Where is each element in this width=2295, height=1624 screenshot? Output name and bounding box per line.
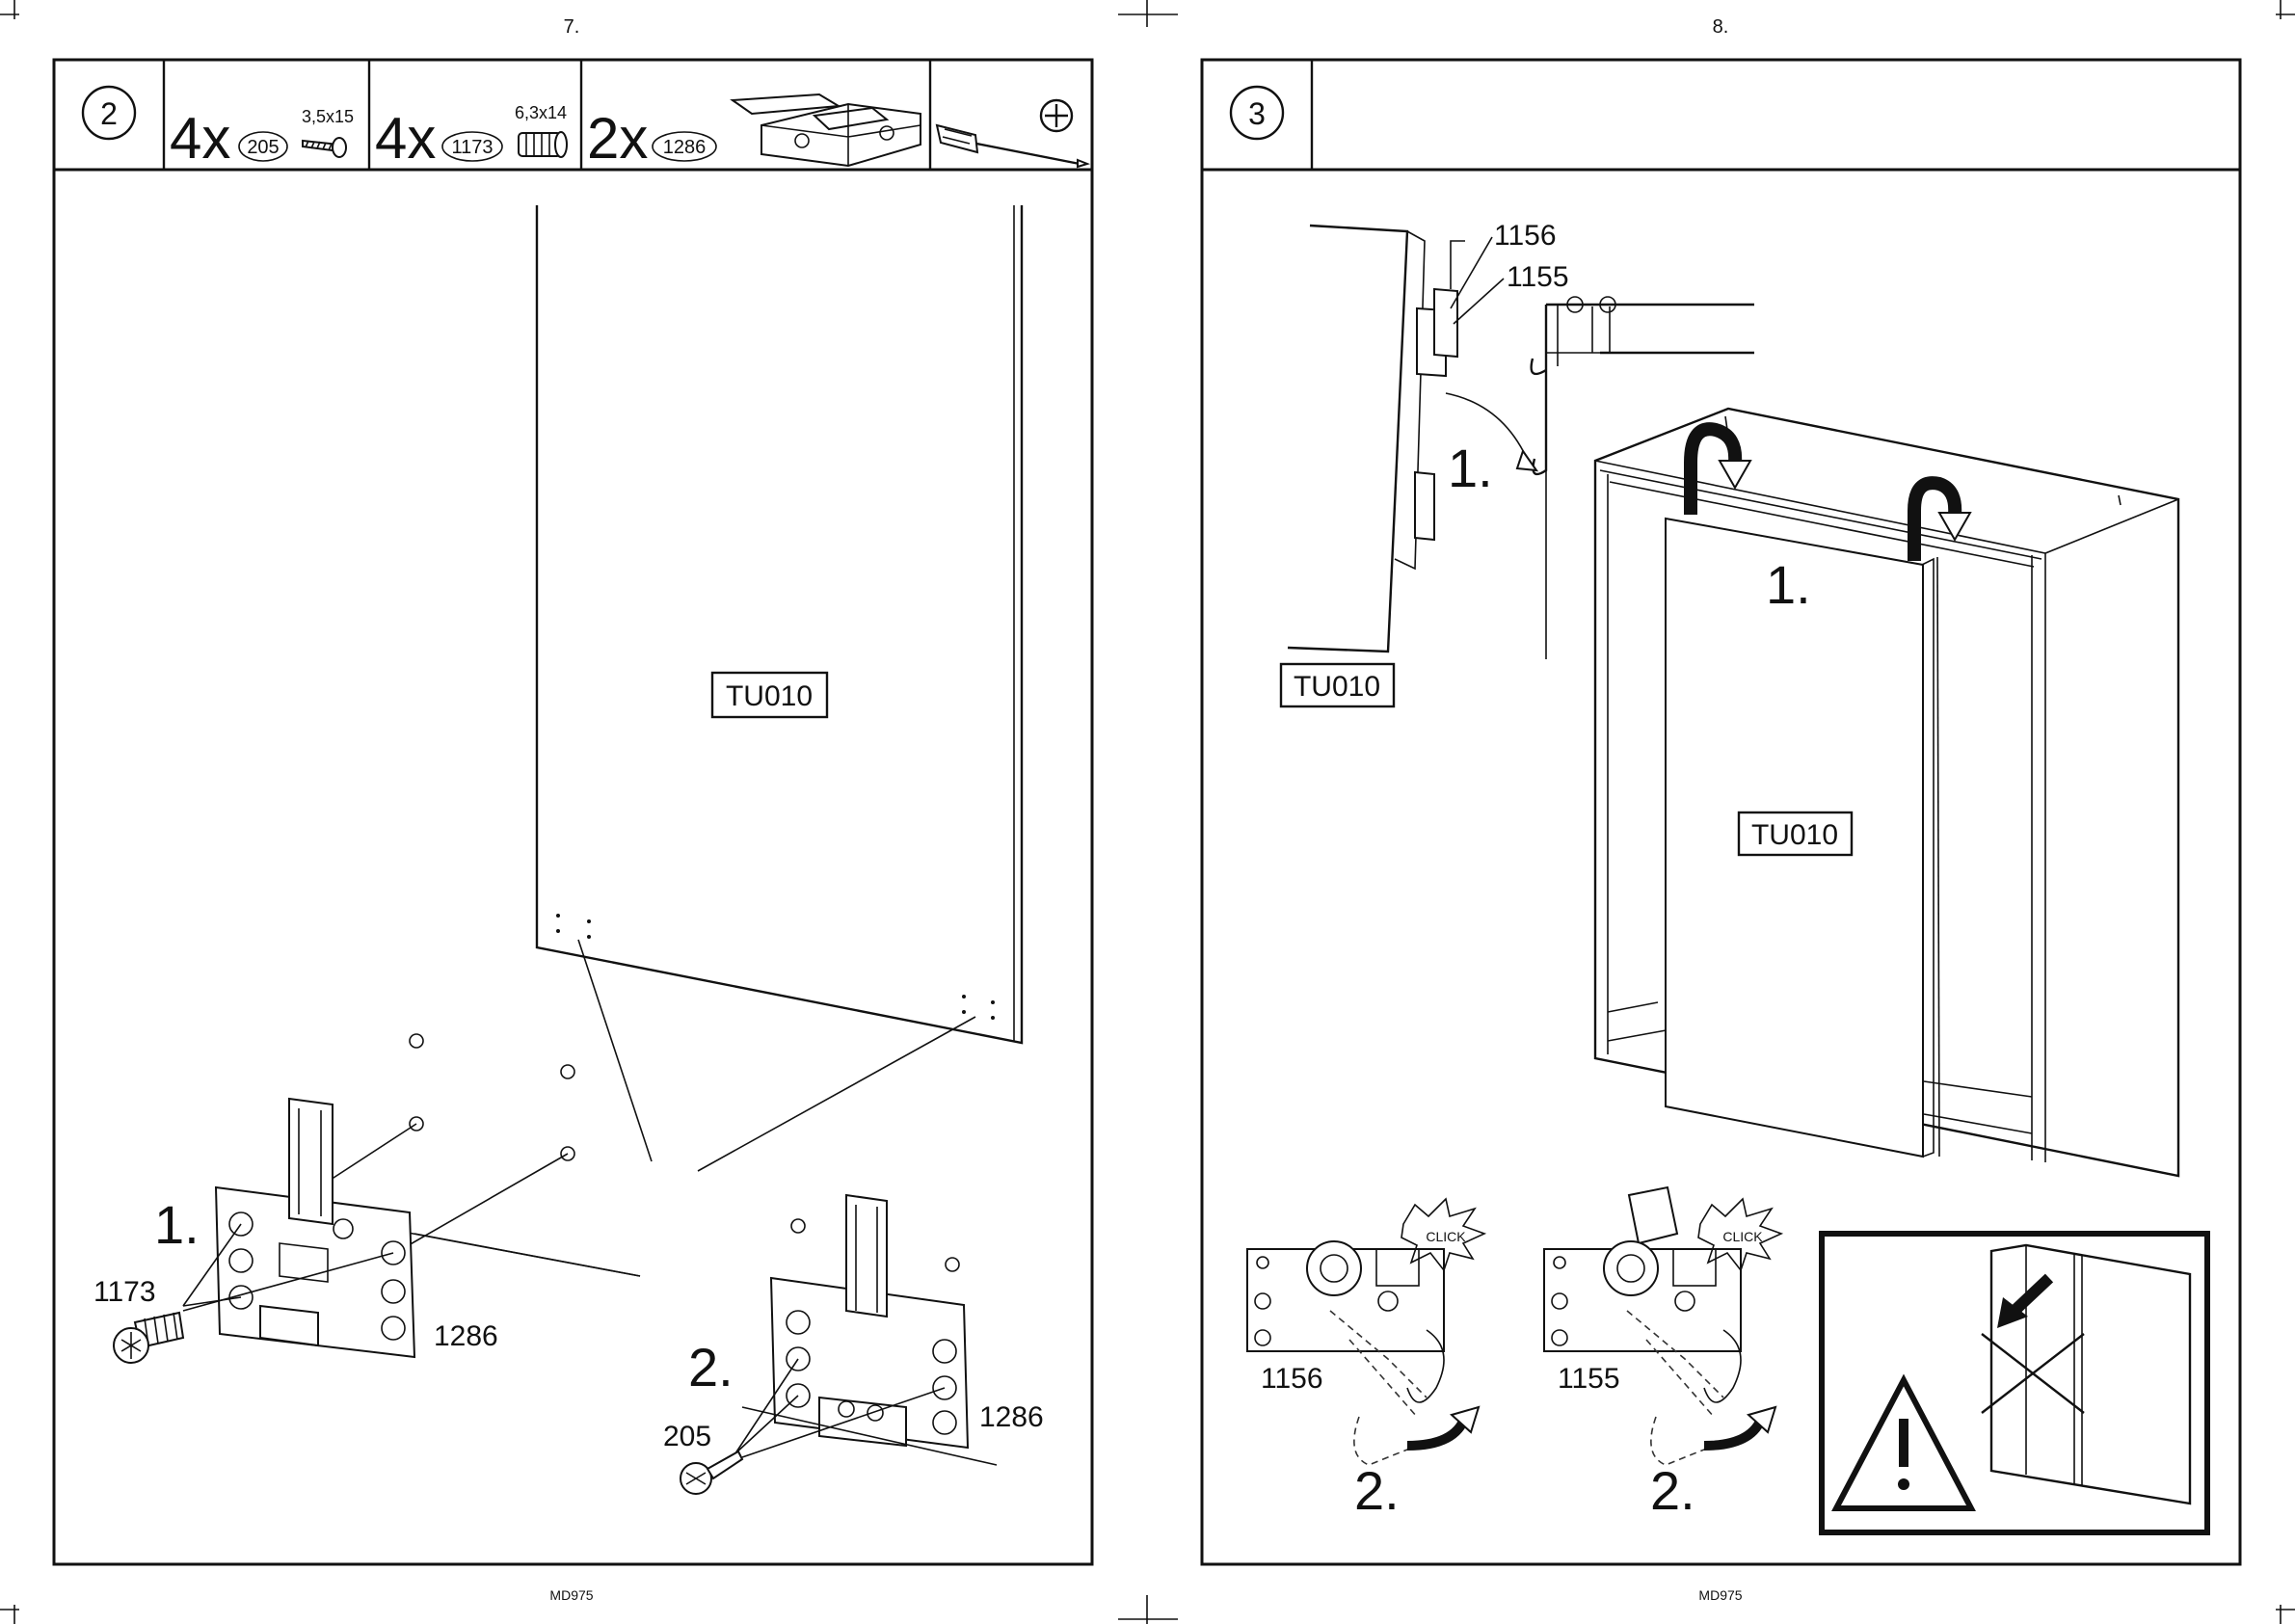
label-1156: 1156 bbox=[1494, 220, 1557, 252]
item-2-part: 1173 bbox=[451, 137, 493, 158]
click-label-b: CLICK bbox=[1722, 1229, 1763, 1244]
sub-step-1: 1. bbox=[154, 1194, 200, 1255]
item-2-size: 6,3x14 bbox=[515, 103, 567, 122]
label-1155: 1155 bbox=[1507, 261, 1569, 293]
label-205: 205 bbox=[663, 1421, 711, 1452]
wardrobe-sub-step-1: 1. bbox=[1766, 554, 1811, 615]
wardrobe: TU010 1. bbox=[1595, 409, 2178, 1176]
label-1286-b: 1286 bbox=[979, 1401, 1044, 1433]
bracket-1286-a bbox=[216, 1099, 414, 1357]
panel-label: TU010 bbox=[726, 680, 813, 712]
panel-tu010: TU010 bbox=[537, 205, 1022, 1043]
right-page-number: 8. bbox=[1713, 16, 1729, 38]
bracket-icon bbox=[733, 94, 921, 166]
sub-step-2-b: 2. bbox=[1650, 1460, 1695, 1521]
sub-step-2: 2. bbox=[688, 1337, 734, 1398]
item-1-size: 3,5x15 bbox=[302, 107, 354, 126]
warning-box bbox=[1822, 1234, 2207, 1532]
right-page-footer: MD975 bbox=[1698, 1587, 1742, 1603]
rotate-arrow-a bbox=[1407, 1417, 1465, 1446]
dowel-1173 bbox=[114, 1313, 183, 1363]
item-3-qty: 2x bbox=[587, 106, 648, 171]
screw-205 bbox=[680, 1451, 742, 1494]
item-2-qty: 4x bbox=[375, 106, 436, 171]
screw-icon bbox=[303, 138, 346, 157]
screwdriver-icon bbox=[937, 125, 1087, 167]
item-1-qty: 4x bbox=[170, 106, 230, 171]
sub-step-2-a: 2. bbox=[1354, 1460, 1400, 1521]
dowel-icon bbox=[519, 132, 567, 157]
bottom-label-1155: 1155 bbox=[1558, 1363, 1620, 1395]
item-3-part: 1286 bbox=[663, 137, 707, 158]
roller-detail-1156: CLICK 1156 2. bbox=[1247, 1199, 1484, 1521]
step-2-panel: 2 4x 205 3,5x15 4x 1173 6,3x14 2x 1286 bbox=[54, 60, 1092, 1564]
step-number: 2 bbox=[100, 96, 118, 131]
label-1286-a: 1286 bbox=[434, 1320, 498, 1352]
door-label: TU010 bbox=[1751, 819, 1838, 851]
step-3-number: 3 bbox=[1248, 96, 1266, 131]
left-page-footer: MD975 bbox=[549, 1587, 593, 1603]
item-1-part: 205 bbox=[247, 137, 279, 158]
label-1173: 1173 bbox=[93, 1276, 156, 1308]
detail-door-label: TU010 bbox=[1294, 671, 1380, 703]
click-label-a: CLICK bbox=[1426, 1229, 1466, 1244]
phillips-head-icon bbox=[1041, 100, 1072, 131]
rotate-arrow-b bbox=[1704, 1417, 1762, 1446]
step-3-panel: 3 1156 1155 1. TU010 bbox=[1202, 60, 2240, 1564]
left-page-number: 7. bbox=[564, 16, 580, 38]
roller-detail-1155: CLICK 1155 2. bbox=[1544, 1187, 1781, 1521]
bottom-label-1156: 1156 bbox=[1261, 1363, 1323, 1395]
detail-sub-step-1: 1. bbox=[1448, 438, 1493, 498]
